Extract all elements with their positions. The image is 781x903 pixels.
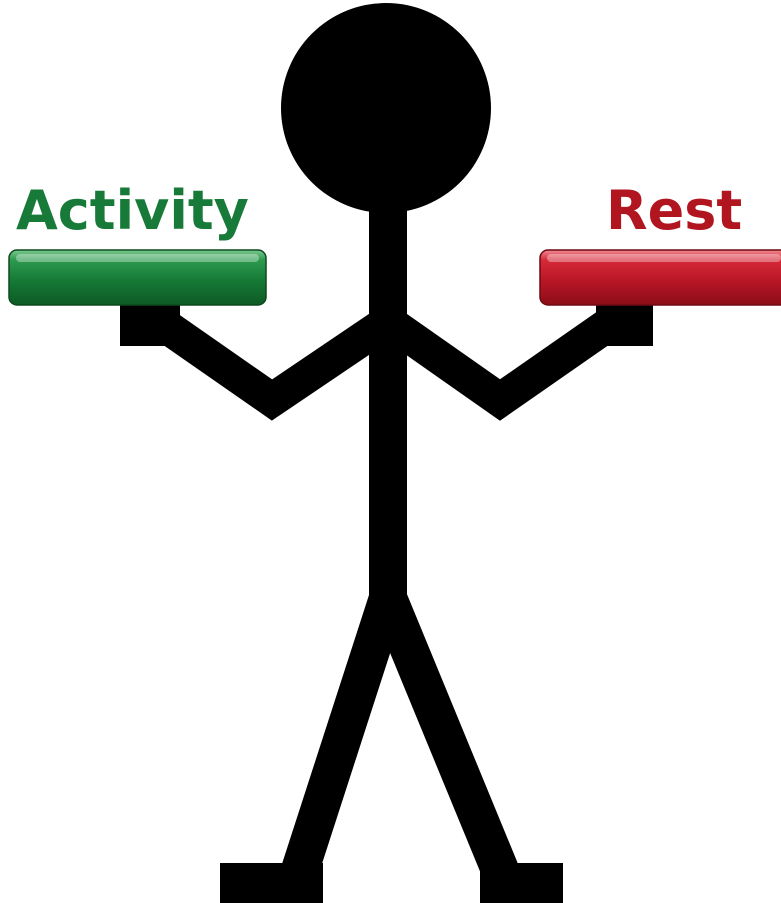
figure-left-arm: [160, 322, 380, 400]
figure-body: [369, 200, 407, 605]
rest-label: Rest: [606, 179, 742, 242]
figure-left-hand: [120, 305, 180, 346]
figure-head: [281, 3, 491, 213]
figure-right-arm: [396, 322, 612, 400]
rest-bar: [540, 250, 781, 305]
activity-bar: [9, 250, 266, 305]
stick-figure: [120, 3, 653, 903]
figure-left-leg: [300, 598, 388, 870]
figure-right-hand: [596, 305, 653, 346]
figure-right-leg: [388, 598, 500, 870]
figure-left-foot: [220, 863, 323, 903]
figure-right-foot: [480, 863, 563, 903]
activity-label: Activity: [16, 179, 249, 242]
